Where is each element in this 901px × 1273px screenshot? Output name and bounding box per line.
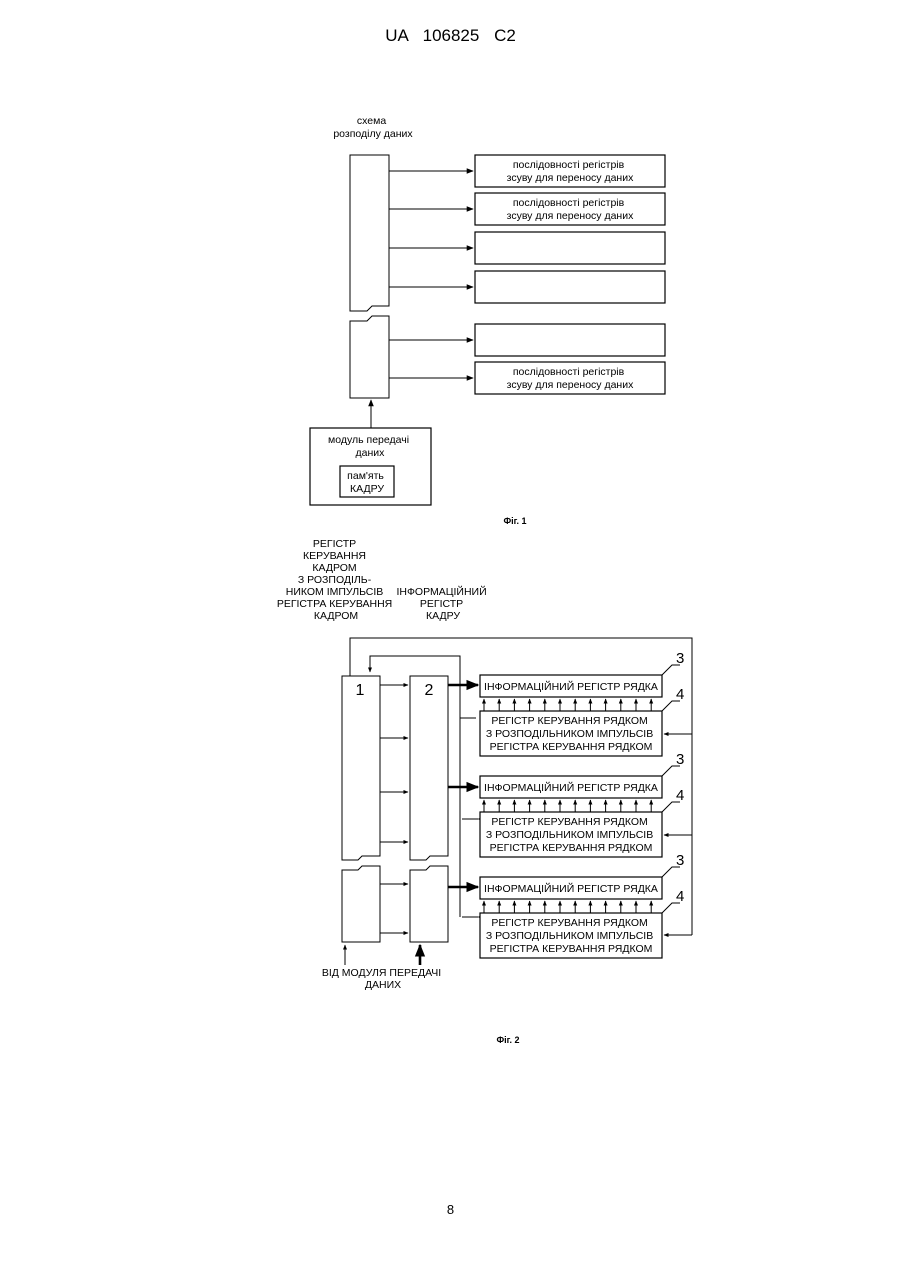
figure-1: схема розподілу даних послідовності регі… bbox=[310, 115, 665, 526]
ref-4-label: 4 bbox=[676, 888, 684, 905]
row-control-register-label: РЕГІСТР КЕРУВАННЯ РЯДКОМ З РОЗПОДІЛЬНИКО… bbox=[486, 715, 656, 753]
block-1-number: 1 bbox=[356, 682, 365, 699]
ref-3-label: 3 bbox=[676, 751, 684, 768]
frame-control-register-label-line: КАДРОМ bbox=[314, 610, 358, 622]
frame-control-register-label-line: НИКОМ ІМПУЛЬСІВ bbox=[286, 586, 384, 598]
row-tick-arrows bbox=[484, 699, 651, 711]
distribution-column-upper bbox=[350, 155, 389, 311]
input-source-label-line: ВІД МОДУЛЯ ПЕРЕДАЧІ bbox=[322, 967, 441, 979]
frame-memory-label-line: пам'ять bbox=[347, 470, 384, 482]
row-control-register-label: РЕГІСТР КЕРУВАННЯ РЯДКОМ З РОЗПОДІЛЬНИКО… bbox=[486, 917, 656, 955]
row-tick-arrows bbox=[484, 800, 651, 812]
frame-control-register-label-line: КАДРОМ bbox=[312, 562, 356, 574]
frame-info-register-block-lower bbox=[410, 866, 448, 942]
shift-register-label-line: послідовності регістрів bbox=[513, 366, 625, 378]
frame-control-register-label-line: РЕГІСТР bbox=[313, 538, 356, 550]
shift-register-label-line: зсуву для переносу даних bbox=[507, 379, 634, 391]
row-info-register-label: ІНФОРМАЦІЙНИЙ РЕГІСТР РЯДКА bbox=[484, 680, 658, 693]
row-control-register-label-line: РЕГІСТРА КЕРУВАННЯ РЯДКОМ bbox=[490, 741, 653, 753]
shift-register-label: послідовності регістрів зсуву для перено… bbox=[507, 366, 634, 391]
figure-2: РЕГІСТР КЕРУВАННЯ КАДРОМ З РОЗПОДІЛЬ- НИ… bbox=[277, 538, 692, 1045]
row-control-register-label: РЕГІСТР КЕРУВАННЯ РЯДКОМ З РОЗПОДІЛЬНИКО… bbox=[486, 816, 656, 854]
row-control-register-label-line: РЕГІСТРА КЕРУВАННЯ РЯДКОМ bbox=[490, 842, 653, 854]
shift-register-label: послідовності регістрів зсуву для перено… bbox=[507, 197, 634, 222]
fig2-caption: Фіг. 2 bbox=[496, 1035, 519, 1045]
row-control-register-label-line: РЕГІСТР КЕРУВАННЯ РЯДКОМ bbox=[491, 917, 647, 929]
row-group-1: ІНФОРМАЦІЙНИЙ РЕГІСТР РЯДКА РЕГІСТР КЕРУ… bbox=[480, 650, 684, 756]
frame-control-register-block-upper bbox=[342, 676, 380, 860]
frame-memory-label: пам'ять КАДРУ bbox=[347, 470, 387, 495]
frame-control-register-label-line: З РОЗПОДІЛЬ- bbox=[298, 574, 372, 586]
row-control-register-label-line: РЕГІСТР КЕРУВАННЯ РЯДКОМ bbox=[491, 715, 647, 727]
row-control-register-label-line: З РОЗПОДІЛЬНИКОМ ІМПУЛЬСІВ bbox=[486, 930, 653, 942]
shift-register-label-line: послідовності регістрів bbox=[513, 197, 625, 209]
shift-register-label-line: зсуву для переносу даних bbox=[507, 172, 634, 184]
row-info-register-label: ІНФОРМАЦІЙНИЙ РЕГІСТР РЯДКА bbox=[484, 781, 658, 794]
row-control-register-label-line: РЕГІСТР КЕРУВАННЯ РЯДКОМ bbox=[491, 816, 647, 828]
shift-register-box-empty bbox=[475, 232, 665, 264]
row-control-register-label-line: З РОЗПОДІЛЬНИКОМ ІМПУЛЬСІВ bbox=[486, 728, 653, 740]
frame-info-register-label-line: ІНФОРМАЦІЙНИЙ bbox=[396, 585, 486, 598]
frame-control-register-block-lower bbox=[342, 866, 380, 942]
shift-register-box-empty bbox=[475, 271, 665, 303]
frame-info-register-label-line: РЕГІСТР bbox=[420, 598, 463, 610]
distribution-label: схема розподілу даних bbox=[333, 115, 413, 140]
frame-control-register-label: РЕГІСТР КЕРУВАННЯ КАДРОМ З РОЗПОДІЛЬ- НИ… bbox=[277, 538, 395, 622]
input-source-label: ВІД МОДУЛЯ ПЕРЕДАЧІ ДАНИХ bbox=[322, 967, 444, 991]
fig1-caption: Фіг. 1 bbox=[503, 516, 526, 526]
row-tick-arrows bbox=[484, 901, 651, 913]
shift-register-label: послідовності регістрів зсуву для перено… bbox=[507, 159, 634, 184]
distribution-label-line: розподілу даних bbox=[333, 128, 413, 140]
ref-4-label: 4 bbox=[676, 787, 684, 804]
row-control-register-label-line: РЕГІСТРА КЕРУВАННЯ РЯДКОМ bbox=[490, 943, 653, 955]
distribution-label-line: схема bbox=[357, 115, 386, 127]
shift-register-label-line: послідовності регістрів bbox=[513, 159, 625, 171]
frame-control-register-label-line: КЕРУВАННЯ bbox=[303, 550, 366, 562]
frame-info-register-label-line: КАДРУ bbox=[426, 610, 460, 622]
frame-info-register-block-upper bbox=[410, 676, 448, 860]
shift-register-box-empty bbox=[475, 324, 665, 356]
row-control-register-label-line: З РОЗПОДІЛЬНИКОМ ІМПУЛЬСІВ bbox=[486, 829, 653, 841]
distribution-column-lower bbox=[350, 316, 389, 398]
ref-3-label: 3 bbox=[676, 852, 684, 869]
block-2-number: 2 bbox=[425, 682, 434, 699]
row-group-2: ІНФОРМАЦІЙНИЙ РЕГІСТР РЯДКА РЕГІСТР КЕРУ… bbox=[480, 751, 684, 857]
data-transfer-module-label-line: модуль передачі bbox=[328, 434, 409, 446]
ref-3-label: 3 bbox=[676, 650, 684, 667]
frame-info-register-label: ІНФОРМАЦІЙНИЙ РЕГІСТР КАДРУ bbox=[396, 585, 489, 622]
shift-register-label-line: зсуву для переносу даних bbox=[507, 210, 634, 222]
data-transfer-module-label-line: даних bbox=[356, 447, 386, 459]
row-info-register-label: ІНФОРМАЦІЙНИЙ РЕГІСТР РЯДКА bbox=[484, 882, 658, 895]
frame-control-register-label-line: РЕГІСТРА КЕРУВАННЯ bbox=[277, 598, 392, 610]
frame-memory-label-line: КАДРУ bbox=[350, 483, 384, 495]
inner-loop-line bbox=[370, 656, 460, 718]
input-source-label-line: ДАНИХ bbox=[365, 979, 401, 991]
page-number: 8 bbox=[0, 1202, 901, 1217]
ref-4-label: 4 bbox=[676, 686, 684, 703]
row-group-3: ІНФОРМАЦІЙНИЙ РЕГІСТР РЯДКА РЕГІСТР КЕРУ… bbox=[480, 852, 684, 958]
